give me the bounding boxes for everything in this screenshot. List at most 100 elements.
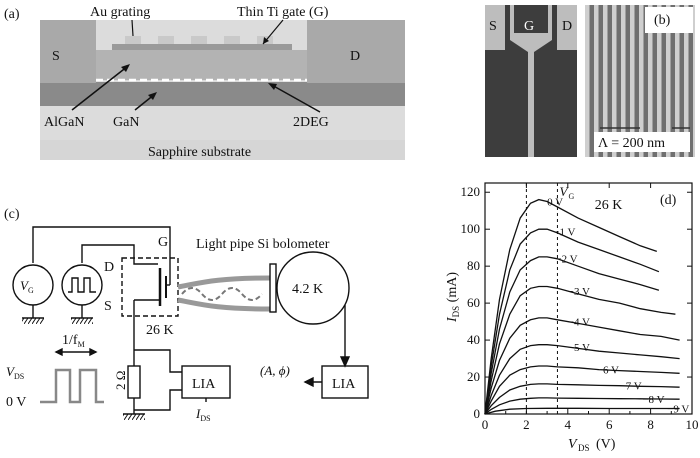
x-tick-label: 6 (606, 417, 613, 432)
source-label: S (52, 49, 60, 64)
zero-volt-label: 0 V (6, 395, 26, 410)
period-label-box (594, 132, 690, 152)
arrowhead (89, 347, 98, 357)
series-label: −1 V (553, 226, 575, 238)
series-line (484, 198, 658, 415)
series-label: −2 V (555, 253, 577, 265)
series-label: 0 V (547, 196, 563, 208)
panel-c-labels: G D S Light pipe Si bolometer 4.2 K 26 K… (6, 235, 356, 423)
algan-arrow (71, 65, 129, 111)
series-label: −3 V (568, 286, 590, 298)
panel-a: (a) S D Au grating Thin Ti gate (G) AlGa… (4, 5, 405, 160)
drain-wire (81, 244, 158, 265)
ids-label: IDS (195, 406, 211, 423)
y-tick-label: 0 (474, 406, 481, 421)
circuit-d-label: D (104, 260, 114, 275)
arrowhead (263, 37, 269, 44)
algan-layer (96, 50, 307, 80)
circuit-s-label: S (104, 299, 112, 314)
grating-arrow (131, 19, 134, 37)
ground-icon (22, 318, 44, 324)
sem-gate-window (514, 5, 548, 33)
arrowhead (54, 347, 63, 357)
panel-b: S G D (b) Λ = 200 nm (485, 5, 695, 157)
amplitude-phase-label: (A, ϕ) (260, 363, 290, 378)
square-wave-icon (68, 277, 96, 293)
series-line (484, 365, 680, 415)
panel-c: (c) (4, 207, 369, 420)
grating-bar (158, 36, 174, 44)
sem-source-pad (485, 5, 505, 50)
gan-label: GaN (113, 115, 139, 130)
panel-b-tag-box (645, 7, 693, 33)
arrowhead (121, 64, 130, 72)
pulse-waveform (40, 368, 104, 404)
series-line (484, 256, 660, 415)
arrowhead (303, 376, 314, 388)
panel-d-tag: (d) (660, 193, 677, 208)
lia-left-label: LIA (192, 377, 216, 392)
circuit-g-label: G (158, 235, 168, 250)
gan-layer (40, 82, 405, 106)
panel-b-tag: (b) (654, 13, 671, 28)
legend-title-sub: G (569, 192, 575, 201)
grating-bar (224, 36, 240, 44)
arrowhead (148, 92, 157, 100)
sem-drain-pad (557, 5, 577, 50)
series-line (484, 317, 680, 415)
drain-label: D (350, 49, 360, 64)
thz-wave (181, 287, 263, 301)
pulse-source (61, 264, 103, 306)
light-pipe-top (177, 275, 271, 290)
bolometer-label: Light pipe Si bolometer (196, 237, 330, 252)
algan-label: AlGaN (44, 115, 84, 130)
x-tick-label: 0 (482, 417, 489, 432)
freq-label: 1/fM (62, 333, 85, 349)
y-axis-label-group: IDS (mA) (445, 272, 461, 323)
legend-title: V (560, 184, 570, 199)
series-label: −6 V (597, 364, 619, 376)
grating-bar (125, 36, 141, 44)
series-line (484, 383, 680, 415)
series-line (484, 344, 680, 415)
y-tick-label: 80 (467, 258, 480, 273)
vds-label: VDS (6, 364, 24, 381)
y-tick-label: 20 (467, 369, 480, 384)
series-label: −5 V (568, 342, 590, 354)
device-temp: 26 K (146, 323, 174, 338)
ti-gate (112, 44, 292, 50)
temperature-annotation: 26 K (595, 198, 623, 213)
ground-icon (71, 318, 93, 324)
y-tick-label: 40 (467, 332, 480, 347)
y-tick-label: 100 (461, 221, 481, 236)
wire (134, 349, 182, 373)
x-tick-label: 2 (523, 417, 530, 432)
twodeg-label: 2DEG (293, 115, 329, 130)
period-label: Λ = 200 nm (598, 136, 665, 151)
panel-a-tag: (a) (4, 7, 20, 22)
series-line (484, 397, 680, 415)
bolometer-temp: 4.2 K (292, 282, 323, 297)
sem-s-label: S (489, 19, 497, 34)
gate-wire (32, 226, 171, 285)
series-line (484, 285, 676, 415)
series-line (484, 228, 660, 415)
sem-d-label: D (562, 19, 572, 34)
sem-gate-lead (510, 5, 552, 157)
series-label: −4 V (568, 317, 590, 329)
drain-contact (307, 20, 405, 83)
sem-g-label: G (524, 19, 534, 34)
arrowhead (268, 83, 277, 90)
plot-frame (484, 182, 693, 415)
arrowhead (339, 356, 351, 368)
vg-label: VG (20, 278, 34, 295)
lia-right-label: LIA (332, 377, 356, 392)
x-axis-label-sub: DS (578, 443, 590, 453)
x-axis-label-unit: (V) (596, 437, 616, 452)
series-label: −9 V (667, 403, 689, 415)
resistor-label: 2 Ω (113, 371, 128, 390)
gate-label: Thin Ti gate (G) (237, 5, 329, 20)
x-tick-label: 8 (647, 417, 654, 432)
